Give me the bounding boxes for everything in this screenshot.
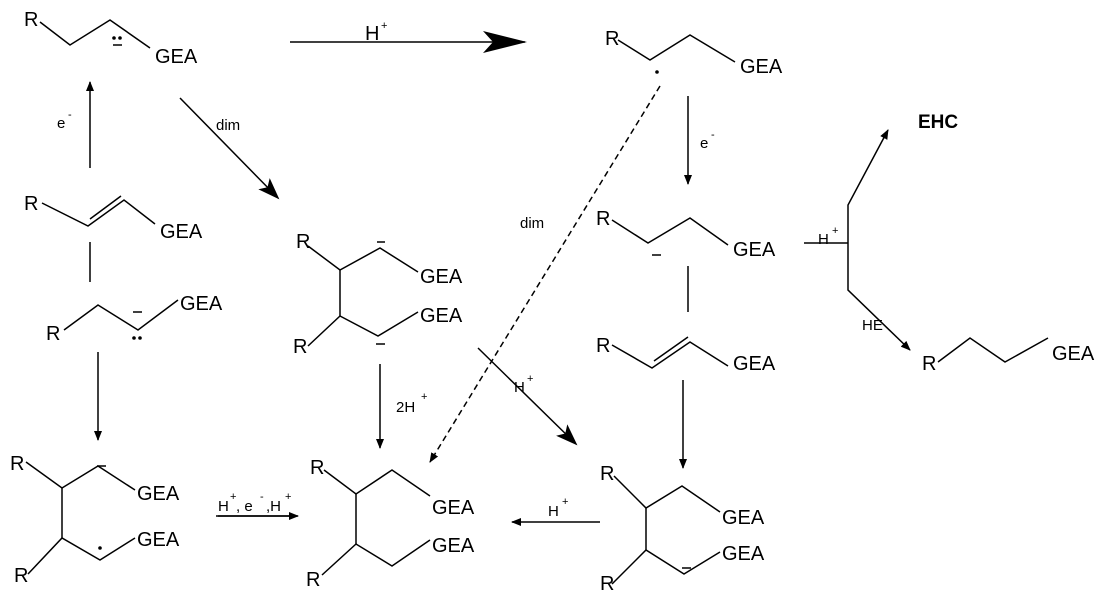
r-label: R [296,231,310,253]
radical-dot [118,36,122,40]
h-label: H [818,231,829,248]
gea-label: GEA [733,353,776,375]
dimerization-arrow-1: dim [179,97,280,200]
h-label: H [365,23,379,45]
gea-label: GEA [155,46,198,68]
anion-right: R GEA [596,208,776,261]
r-label: R [596,208,610,230]
gea-label: GEA [137,529,180,551]
electron-transfer-arrow-left: e - [57,81,94,168]
dimerization-arrow-2: dim [429,85,661,463]
alkene-left: R GEA [24,193,203,243]
gea-label: GEA [420,305,463,327]
radical-dot [98,546,102,550]
plus-label: + [421,391,427,403]
minus-label: - [260,491,264,503]
r-label: R [24,193,38,215]
radical-top-right: R GEA [605,28,783,78]
r-label: R [922,353,936,375]
radical-dot [655,70,659,74]
electron-transfer-arrow-right: e - [684,96,715,185]
radical-anion-dimer: R GEA GEA R [10,453,180,587]
gea-label: GEA [733,239,776,261]
minus-label: - [68,109,72,121]
r-label: R [310,457,324,479]
r-label: R [10,453,24,475]
r-label: R [596,335,610,357]
gea-label: GEA [740,56,783,78]
e-label: , e [236,498,253,515]
plus-label: + [832,225,838,237]
dim-label: dim [520,215,544,232]
two-h-label: 2H [396,399,415,416]
plus-label: + [562,496,568,508]
gea-label: GEA [1052,343,1095,365]
monoanion-dimer: R GEA GEA R [600,463,765,590]
r-label: R [293,336,307,358]
sequential-reduction-arrow: H + , e - ,H + [216,491,299,520]
r-label: R [600,463,614,485]
r-label: R [605,28,619,50]
r-label: R [600,573,614,590]
ehc-label: EHC [918,112,958,133]
gea-label: GEA [160,221,203,243]
h-label: ,H [266,498,281,515]
dianion-dimer-center: R GEA GEA R [293,231,463,358]
radical-anion-top-left: R GEA [24,9,198,68]
radical-dot [138,336,142,340]
hydrodimer-product: R GEA GEA R [306,457,475,590]
gea-label: GEA [180,293,223,315]
gea-label: GEA [420,266,463,288]
h-label: H [548,503,559,520]
radical-anion-left: R GEA [46,293,223,345]
plus-label: + [285,491,291,503]
dim-label: dim [216,117,240,134]
h-label: H [218,498,229,515]
r-label: R [14,565,28,587]
gea-label: GEA [432,535,475,557]
plus-label: + [527,373,533,385]
protonation-arrow-diagonal: H + [477,347,578,446]
gea-label: GEA [722,507,765,529]
minus-label: - [711,129,715,141]
r-label: R [24,9,38,31]
e-label: e [57,115,65,132]
hydrogenated-product: R GEA [922,337,1095,375]
protonation-arrow-top: H + [290,20,527,53]
gea-label: GEA [137,483,180,505]
branch-arrow: H + HE [804,129,911,351]
r-label: R [46,323,60,345]
r-label: R [306,569,320,590]
alkene-right: R GEA [596,335,776,375]
gea-label: GEA [722,543,765,565]
e-label: e [700,135,708,152]
double-protonation-arrow: 2H + [376,364,427,449]
radical-dot [132,336,136,340]
gea-label: GEA [432,497,475,519]
he-label: HE [862,317,883,334]
h-label: H [514,379,525,396]
plus-label: + [230,491,236,503]
protonation-arrow-bottom: H + [511,496,600,526]
plus-label: + [381,20,387,32]
radical-dot [112,36,116,40]
